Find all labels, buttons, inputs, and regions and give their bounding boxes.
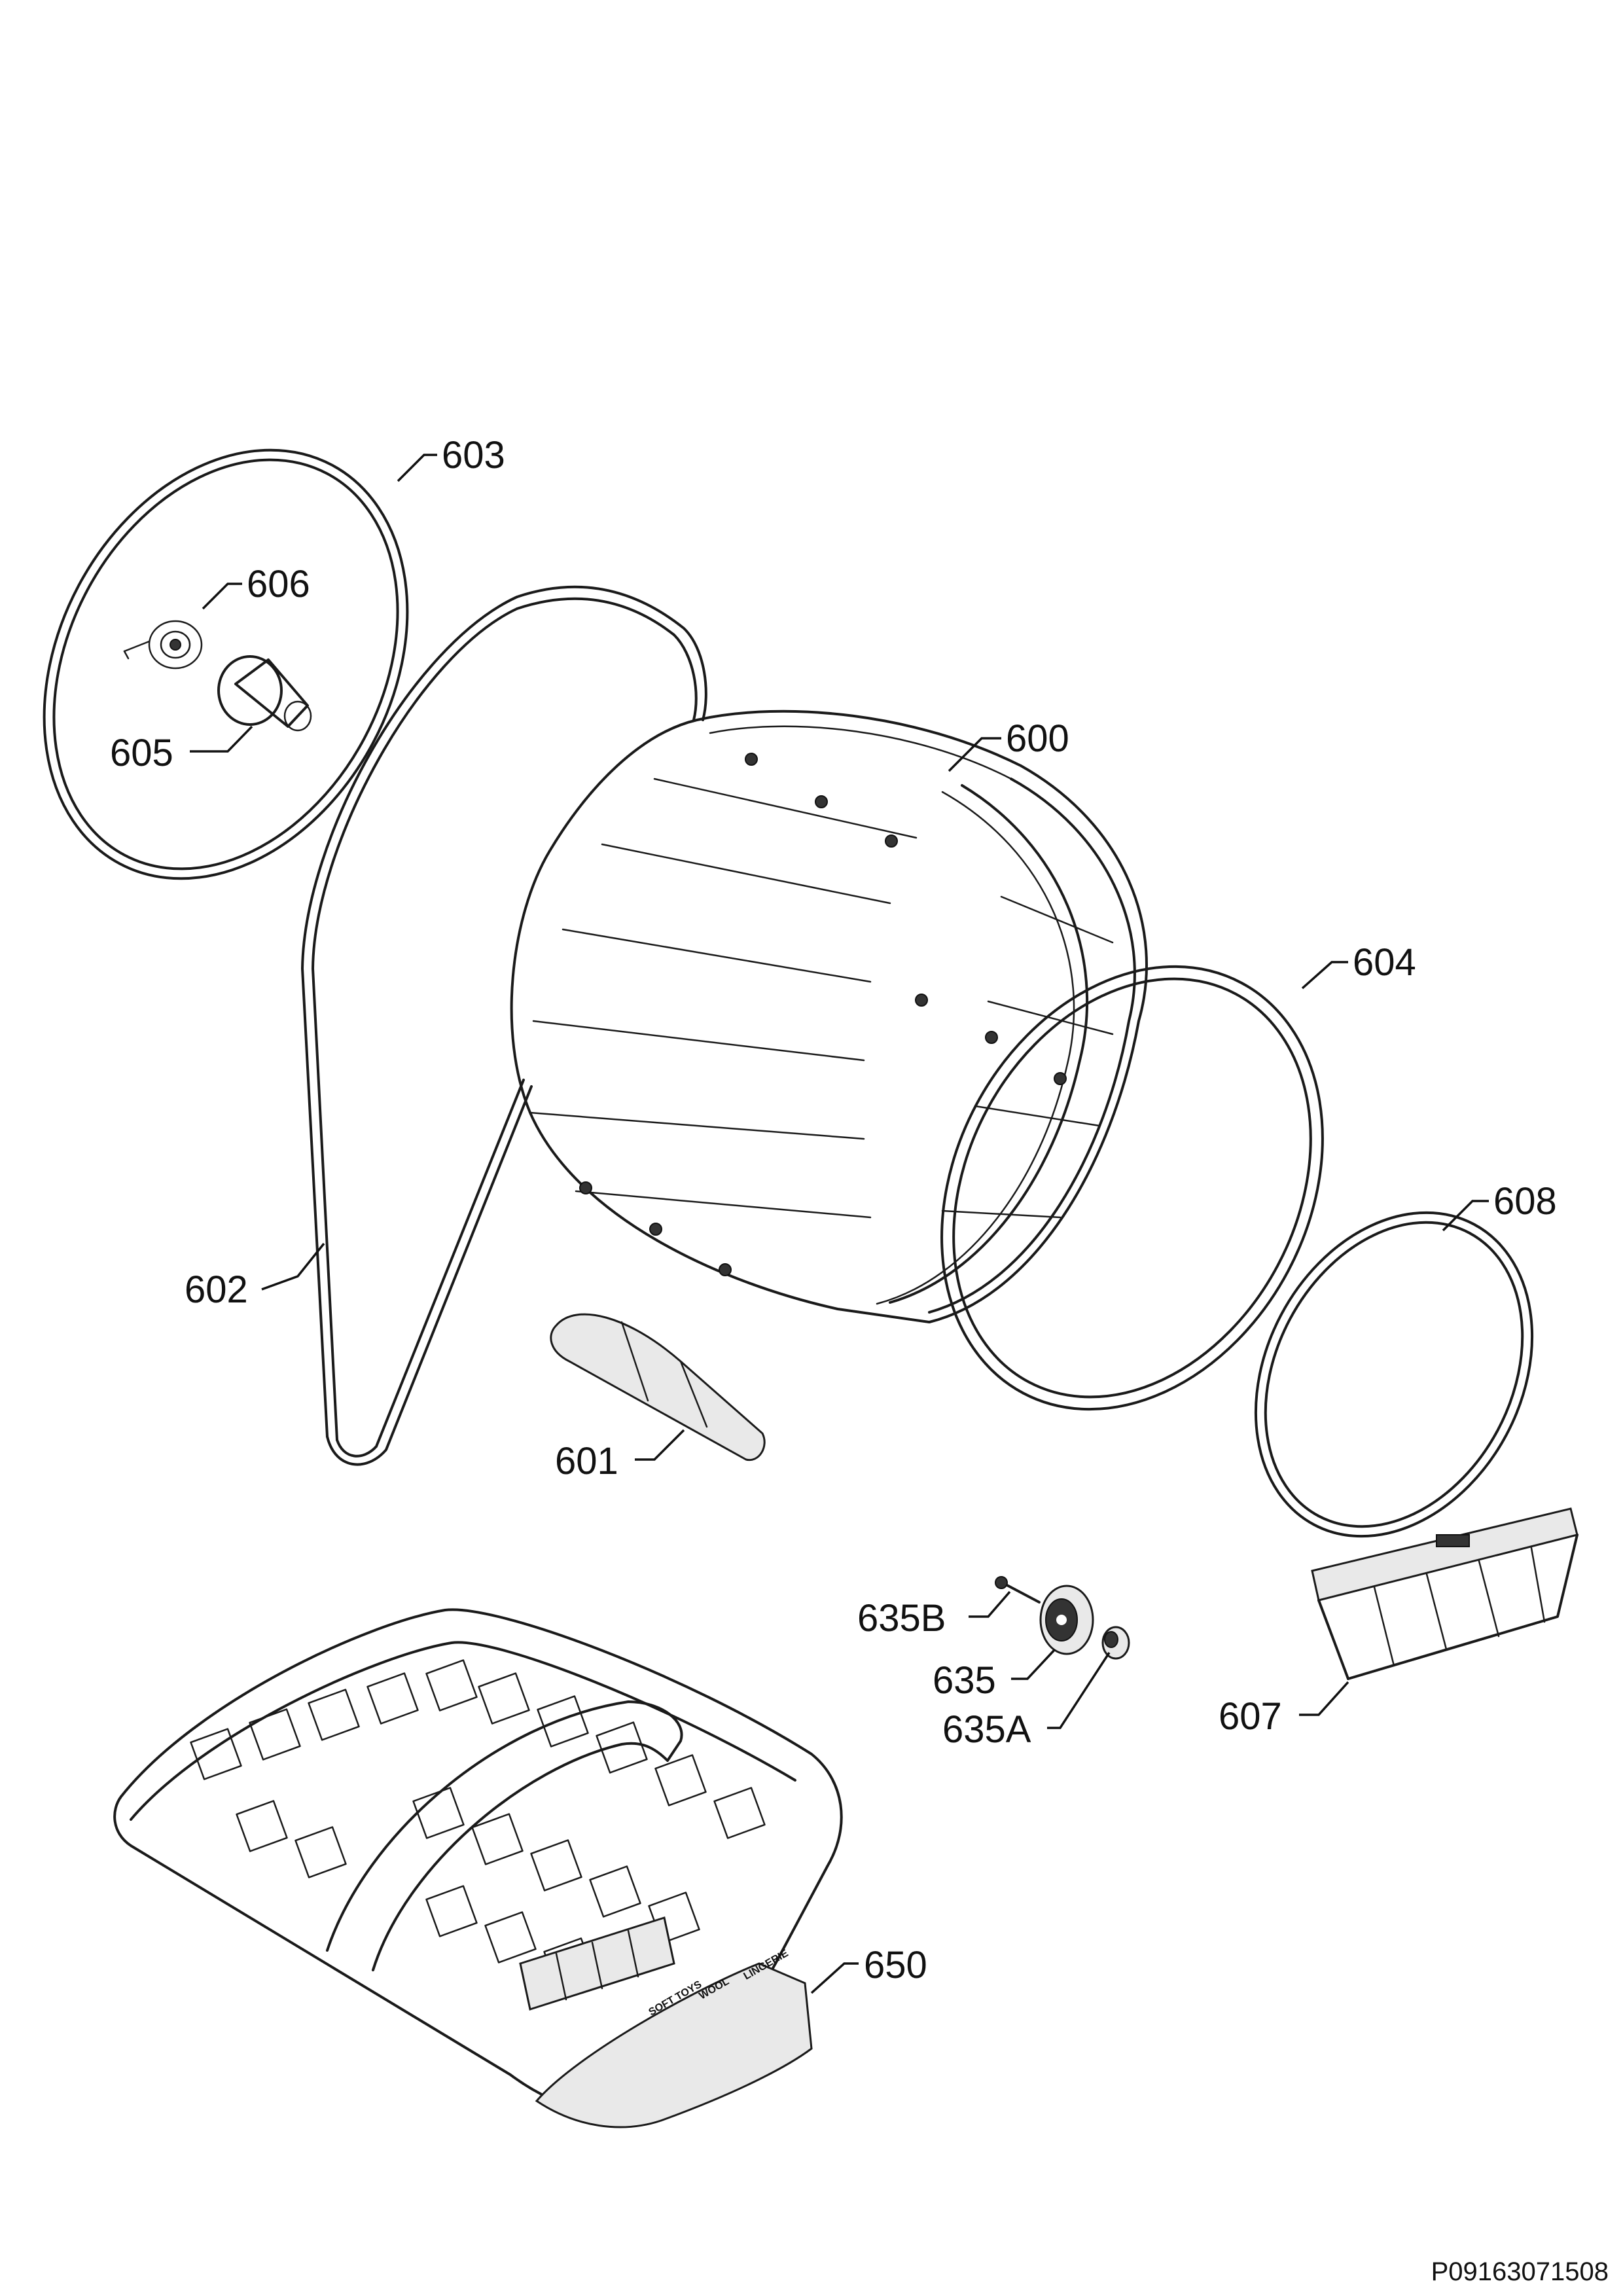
callout-606: 606 [247, 563, 310, 605]
callout-603: 603 [442, 434, 505, 476]
callout-635b: 635B [857, 1597, 946, 1640]
leader-lines [190, 454, 1489, 1994]
callout-635: 635 [933, 1659, 996, 1702]
part-600-drum [510, 709, 1148, 1323]
part-635b-screw [995, 1576, 1041, 1604]
callout-635a: 635A [942, 1708, 1031, 1751]
part-601-lifter [550, 1313, 766, 1462]
callout-650: 650 [864, 1944, 927, 1986]
callout-601: 601 [555, 1440, 618, 1482]
callout-605: 605 [110, 732, 173, 774]
part-603-rear-plate [43, 448, 409, 880]
callout-608: 608 [1493, 1180, 1557, 1223]
part-608-seal [1254, 1211, 1534, 1538]
part-605-shaft-cone [217, 655, 312, 732]
part-607-filter [1311, 1507, 1578, 1680]
part-650-basket: SOFT TOYS WOOL LINGERIE [113, 1608, 843, 2128]
callout-602: 602 [185, 1268, 248, 1311]
part-604-front-ring [940, 965, 1324, 1411]
callout-607: 607 [1219, 1695, 1282, 1738]
part-602-belt [301, 585, 707, 1466]
part-606-bearing-hub [123, 620, 203, 670]
callout-604: 604 [1353, 941, 1416, 984]
part-635a-bushing [1101, 1626, 1130, 1660]
callout-600: 600 [1006, 717, 1069, 760]
document-id: P09163071508 [1431, 2257, 1609, 2286]
part-635-wheel [1039, 1585, 1094, 1655]
